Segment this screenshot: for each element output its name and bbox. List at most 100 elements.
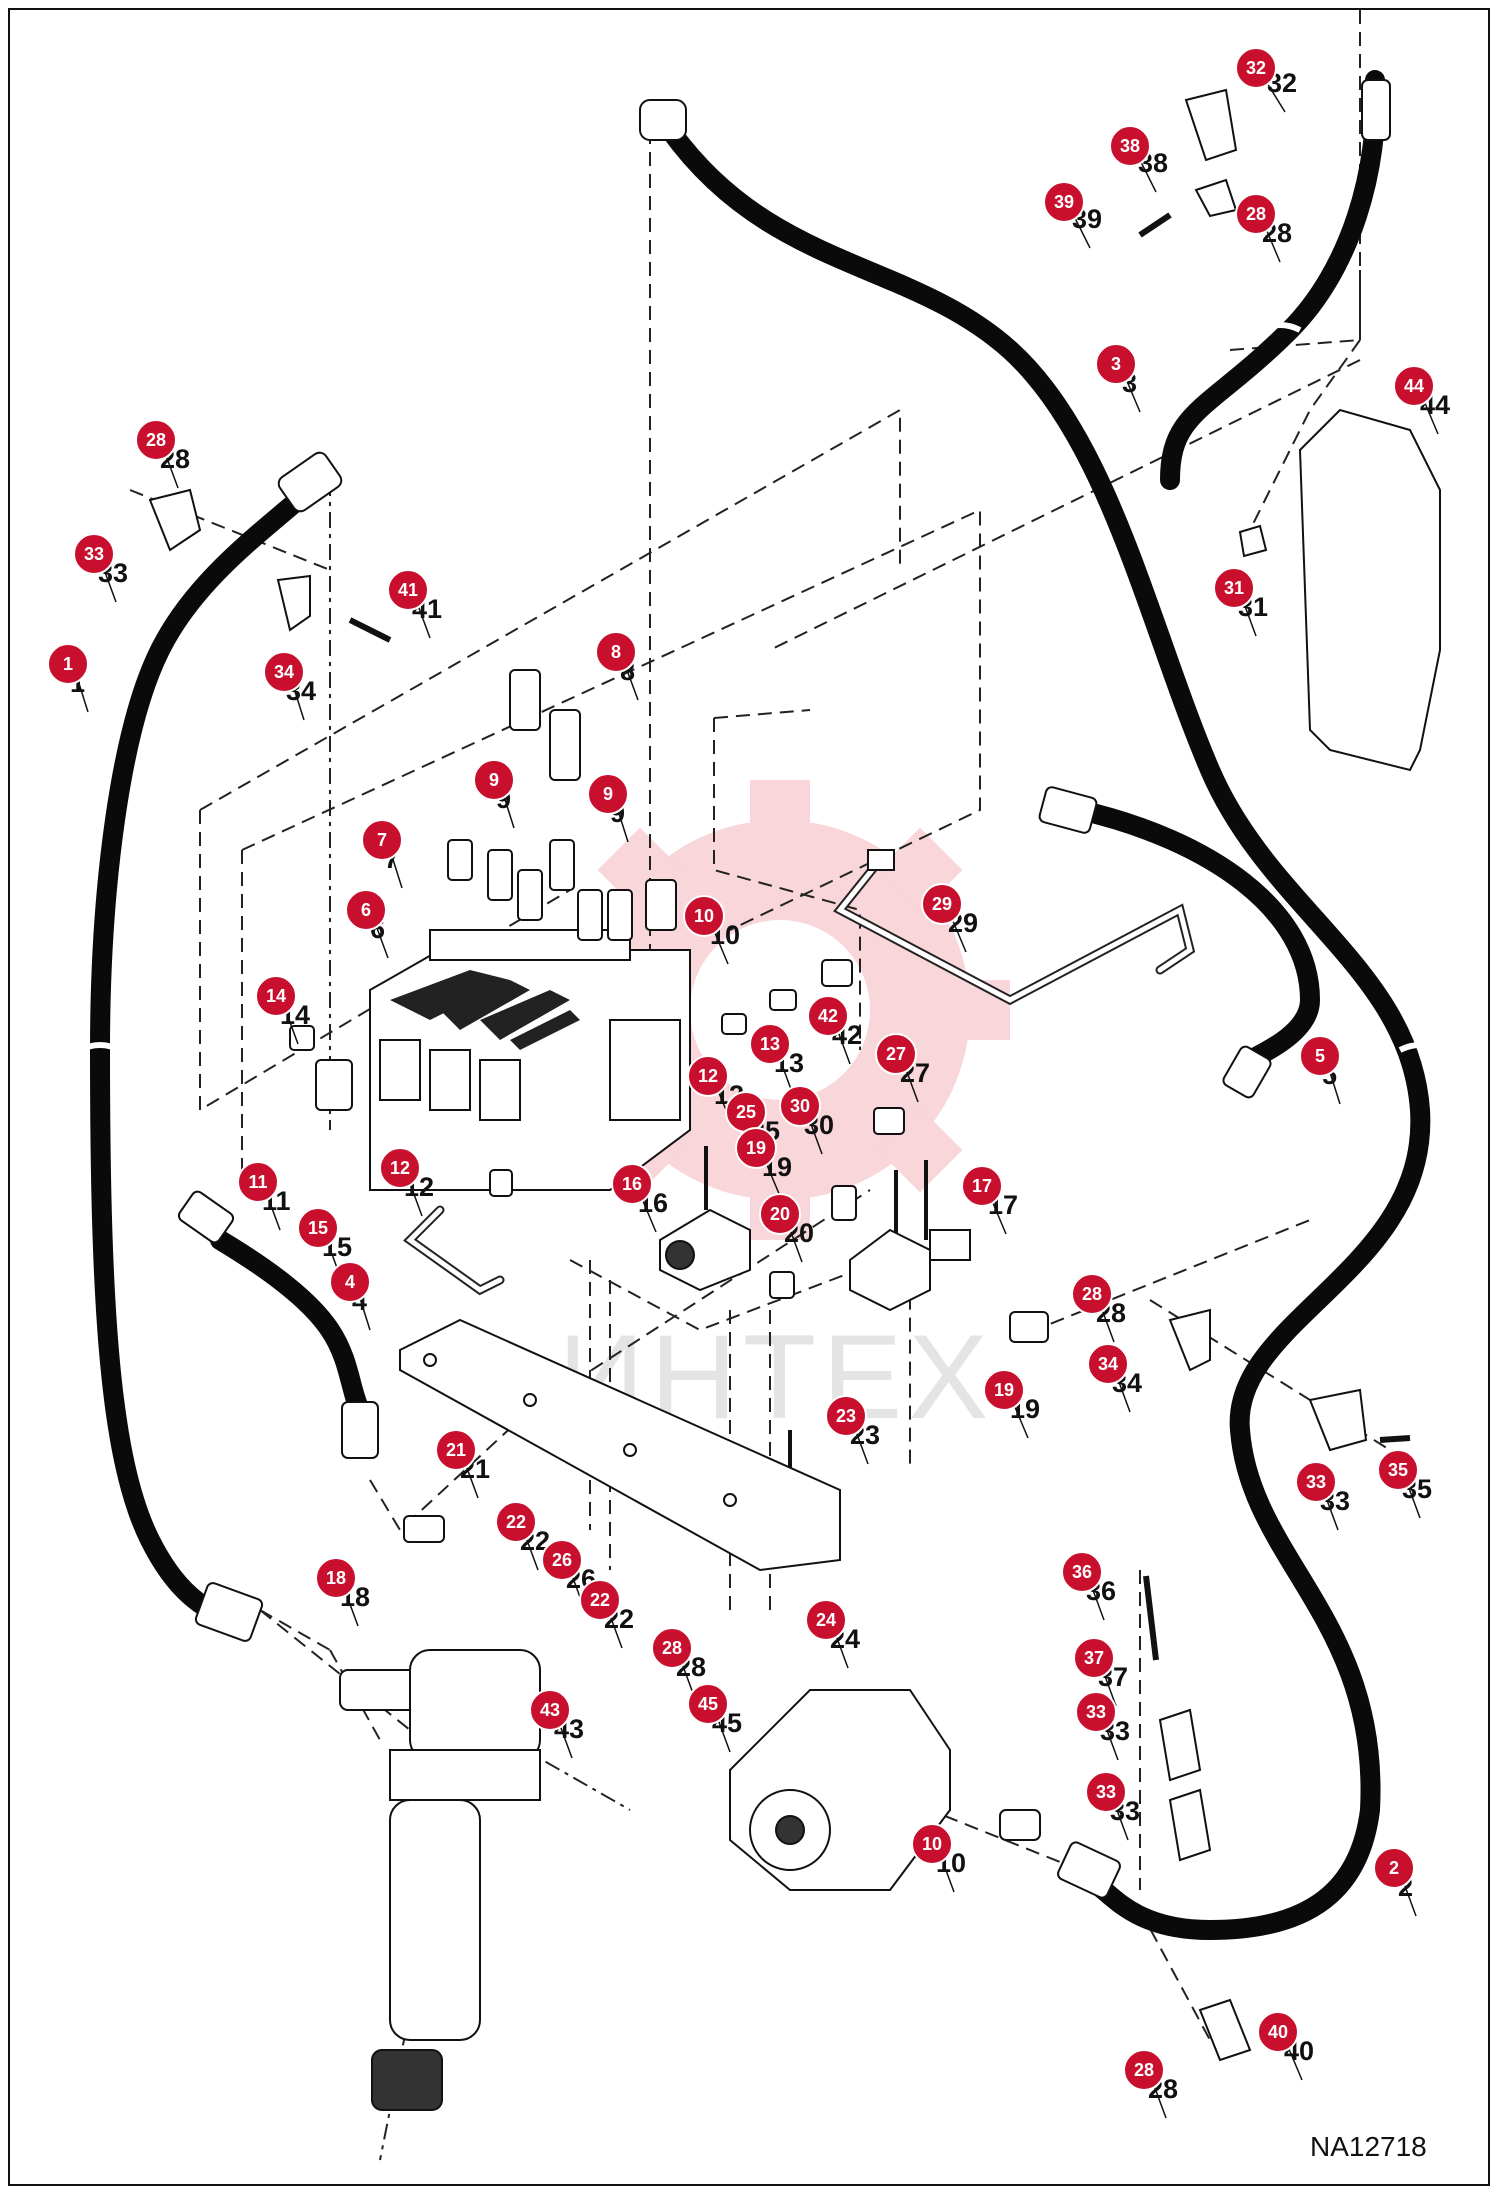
tube-15 (403, 1205, 505, 1296)
callout-badge-number: 9 (603, 784, 613, 804)
callout-badge (345, 889, 387, 931)
callout-badge-number: 39 (1054, 192, 1074, 212)
callout-badge-number: 10 (694, 906, 714, 926)
callout-badge (921, 883, 963, 925)
callout-badge (807, 995, 849, 1037)
callout-badge-number: 9 (489, 770, 499, 790)
callout-badge-number: 15 (308, 1218, 328, 1238)
callout-c3: 33 (1095, 343, 1141, 413)
callout-badge-number: 8 (611, 642, 621, 662)
filter-43 (339, 1649, 541, 2111)
mounting-plate-21 (399, 1318, 841, 1572)
tube-29 (833, 849, 1196, 1006)
callouts: 3232383839392828334444282833334141313111… (47, 47, 1450, 2119)
callout-c9a: 99 (473, 759, 515, 829)
callout-badge (651, 1627, 693, 1669)
callout-c2: 22 (1373, 1847, 1417, 1917)
callout-badge-number: 7 (377, 830, 387, 850)
hose-5 (1038, 786, 1321, 1099)
callout-badge (435, 1429, 477, 1471)
callout-badge-number: 35 (1388, 1460, 1408, 1480)
hose-1 (89, 451, 343, 1642)
callout-badge (1071, 1273, 1113, 1315)
fittings (289, 212, 1411, 1661)
callout-badge (73, 533, 115, 575)
callout-badge-number: 27 (886, 1044, 906, 1064)
callout-badge-number: 36 (1072, 1562, 1092, 1582)
callout-badge-number: 22 (506, 1512, 526, 1532)
callout-badge (611, 1163, 653, 1205)
callout-badge (255, 975, 297, 1017)
callout-badge-number: 41 (398, 580, 418, 600)
callout-badge-number: 44 (1404, 376, 1424, 396)
callout-badge (1235, 47, 1277, 89)
callout-badge (1109, 125, 1151, 167)
callout-badge-number: 45 (698, 1694, 718, 1714)
callout-badge (47, 643, 89, 685)
callout-badge (387, 569, 429, 611)
callout-badge-number: 28 (1082, 1284, 1102, 1304)
callout-badge-number: 11 (248, 1172, 267, 1192)
callout-badge (1073, 1637, 1115, 1679)
callout-c1: 11 (47, 643, 89, 713)
callout-badge (1295, 1461, 1337, 1503)
hose-4 (177, 1190, 379, 1459)
callout-badge (911, 1823, 953, 1865)
callout-badge (749, 1023, 791, 1065)
callout-badge (1043, 181, 1085, 223)
callout-badge-number: 17 (972, 1176, 992, 1196)
callout-badge (875, 1033, 917, 1075)
callout-badge-number: 14 (266, 986, 286, 1006)
callout-badge (1373, 1847, 1415, 1889)
callout-badge-number: 5 (1315, 1046, 1325, 1066)
cover-44 (1298, 408, 1441, 772)
callout-badge-number: 25 (736, 1102, 756, 1122)
callout-badge (587, 773, 629, 815)
callout-badge (1085, 1771, 1127, 1813)
callout-badge-number: 2 (1389, 1858, 1399, 1878)
callout-badge-number: 30 (790, 1096, 810, 1116)
callout-badge-number: 13 (760, 1034, 780, 1054)
callout-badge-number: 28 (662, 1638, 682, 1658)
callout-badge-number: 12 (698, 1066, 718, 1086)
callout-badge-number: 26 (552, 1550, 572, 1570)
callout-c9b: 99 (587, 773, 629, 843)
callout-badge (1075, 1691, 1117, 1733)
callout-badge-number: 19 (746, 1138, 766, 1158)
callout-c6: 66 (345, 889, 389, 959)
callout-badge-number: 42 (818, 1006, 838, 1026)
callout-badge (1257, 2011, 1299, 2053)
manifold-block-17 (849, 1228, 971, 1312)
callout-badge (473, 759, 515, 801)
callout-badge-number: 28 (1246, 204, 1266, 224)
callout-badge-number: 28 (146, 430, 166, 450)
callout-badge (529, 1689, 571, 1731)
callout-badge (495, 1501, 537, 1543)
